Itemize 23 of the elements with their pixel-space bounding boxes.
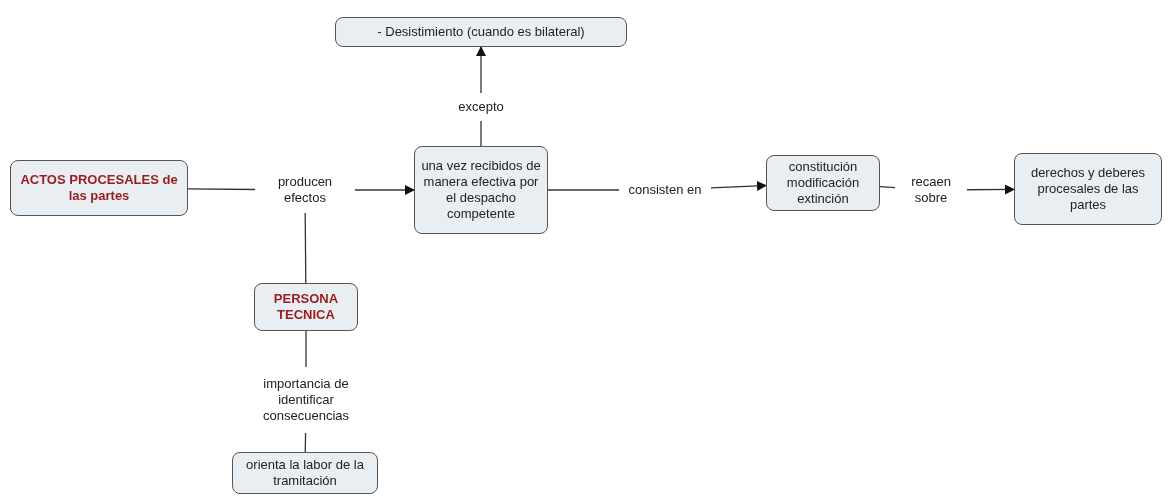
connector-line <box>354 185 415 195</box>
concept-box: constitución modificación extinción <box>766 155 880 211</box>
linking-phrase: recaen sobre <box>898 170 964 210</box>
connector-line <box>305 330 307 368</box>
concept-box: una vez recibidos de manera efectiva por el despacho competente <box>414 146 548 234</box>
connector-line <box>710 180 767 191</box>
connector-line <box>304 432 307 453</box>
connector-line <box>480 120 482 147</box>
connector-line <box>966 184 1015 195</box>
linking-phrase: consisten en <box>622 170 708 210</box>
concept-box: - Desistimiento (cuando es bilateral) <box>335 17 627 47</box>
connector-line <box>879 186 896 189</box>
connector-line <box>476 46 486 94</box>
linking-phrase: producen efectos <box>258 170 352 210</box>
concept-box: derechos y deberes procesales de las partes <box>1014 153 1162 225</box>
linking-phrase: importancia de identificar consecuencias <box>248 370 364 430</box>
connector-line <box>304 212 307 284</box>
connector-line <box>547 189 620 191</box>
linking-phrase: excepto <box>445 96 517 118</box>
concept-box: PERSONA TECNICA <box>254 283 358 331</box>
concept-box: ACTOS PROCESALES de las partes <box>10 160 188 216</box>
connector-line <box>187 188 256 191</box>
concept-box: orienta la labor de la tramitación <box>232 452 378 494</box>
